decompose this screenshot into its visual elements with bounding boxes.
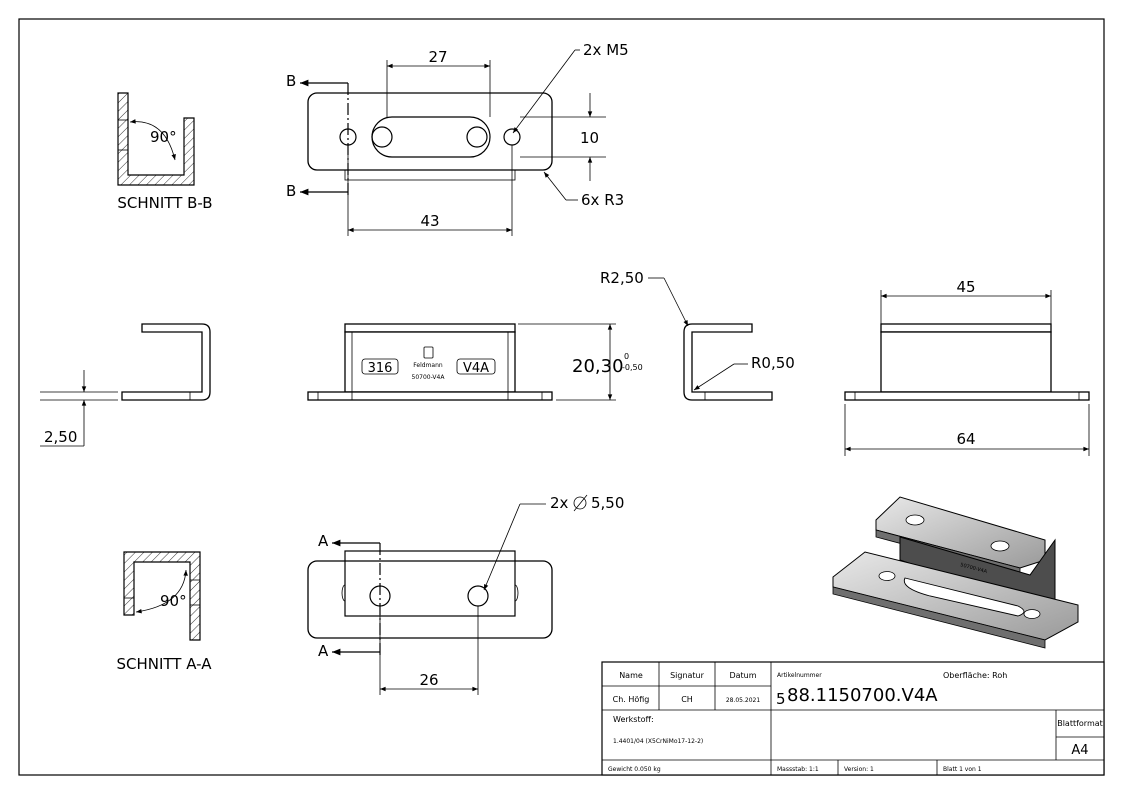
engraving-code: 50700-V4A	[412, 374, 446, 381]
title-block: Name Signatur Datum Ch. Höfig CH 28.05.2…	[601, 661, 1105, 776]
angle-b-b: 90°	[150, 128, 177, 146]
tb-col-datum: Datum	[729, 671, 756, 680]
tb-name: Ch. Höfig	[613, 695, 650, 704]
tb-blattformat: A4	[1071, 743, 1088, 758]
bottom-view: 2x 5,50 26 A A	[307, 494, 624, 695]
dim-height-tol-upper: 0	[624, 352, 629, 361]
angle-a-a: 90°	[160, 592, 187, 610]
note-hole-count: 2x	[550, 494, 569, 512]
section-mark-a-bottom: A	[318, 642, 329, 660]
dim-width-45: 45	[956, 278, 975, 296]
tb-gewicht: Gewicht 0.050 kg	[608, 766, 661, 773]
sheet-border	[18, 18, 1105, 776]
engraving-v4a: V4A	[463, 361, 489, 376]
tb-version: Version: 1	[844, 766, 874, 773]
front-view: 316 Feldmann 50700-V4A V4A 20,30 0 -0,50	[307, 323, 643, 401]
side-view-right: R2,50 R0,50	[600, 269, 795, 401]
dim-slot-width: 10	[580, 129, 599, 147]
dim-slot-length: 27	[428, 48, 447, 66]
tb-col-signatur: Signatur	[670, 671, 705, 680]
tb-massstab: Massstab: 1:1	[777, 766, 819, 773]
section-mark-b-bottom: B	[286, 182, 296, 200]
section-a-a: 90° SCHNITT A-A	[116, 551, 212, 673]
tb-blatt: Blatt 1 von 1	[943, 766, 982, 773]
note-hole-diameter: 5,50	[591, 494, 624, 512]
section-mark-b-top: B	[286, 72, 296, 90]
dim-thickness: 2,50	[44, 428, 77, 446]
label-schnitt-b-b: SCHNITT B-B	[117, 194, 212, 212]
dim-hole-spacing-bottom: 26	[419, 671, 438, 689]
tb-signatur: CH	[681, 695, 693, 704]
dim-height-tol-lower: -0,50	[622, 363, 643, 372]
note-thread: 2x M5	[583, 41, 629, 59]
dim-bend-radius-inner: R0,50	[751, 354, 795, 372]
dim-height: 20,30	[572, 356, 624, 377]
note-radius: 6x R3	[581, 191, 624, 209]
right-view: 45 64	[844, 278, 1090, 456]
top-view: 27 2x M5 10 6x R3 43 B B	[286, 41, 629, 236]
tb-artikel: 88.1150700.V4A	[787, 685, 938, 706]
isometric-view: 50700-V4A	[832, 496, 1079, 649]
tb-blattformat-label: Blattformat	[1057, 719, 1103, 728]
dim-bend-radius-outer: R2,50	[600, 269, 644, 287]
tb-artikel-prefix: 5	[776, 690, 786, 708]
tb-artikel-label: Artikelnummer	[777, 672, 822, 679]
tb-oberflaeche: Oberfläche: Roh	[943, 671, 1007, 680]
side-view-left: 2,50	[40, 323, 211, 447]
engraving-316: 316	[368, 361, 393, 376]
label-schnitt-a-a: SCHNITT A-A	[116, 655, 212, 673]
tb-werkstoff-label: Werkstoff:	[613, 715, 654, 724]
section-b-b: 90° SCHNITT B-B	[117, 92, 213, 212]
dim-length-64: 64	[956, 430, 975, 448]
tb-datum: 28.05.2021	[726, 697, 761, 704]
engraving-brand: Feldmann	[413, 362, 443, 369]
section-mark-a-top: A	[318, 532, 329, 550]
dim-hole-spacing-top: 43	[420, 212, 439, 230]
tb-col-name: Name	[619, 671, 643, 680]
tb-werkstoff: 1.4401/04 (X5CrNiMo17-12-2)	[613, 738, 703, 745]
